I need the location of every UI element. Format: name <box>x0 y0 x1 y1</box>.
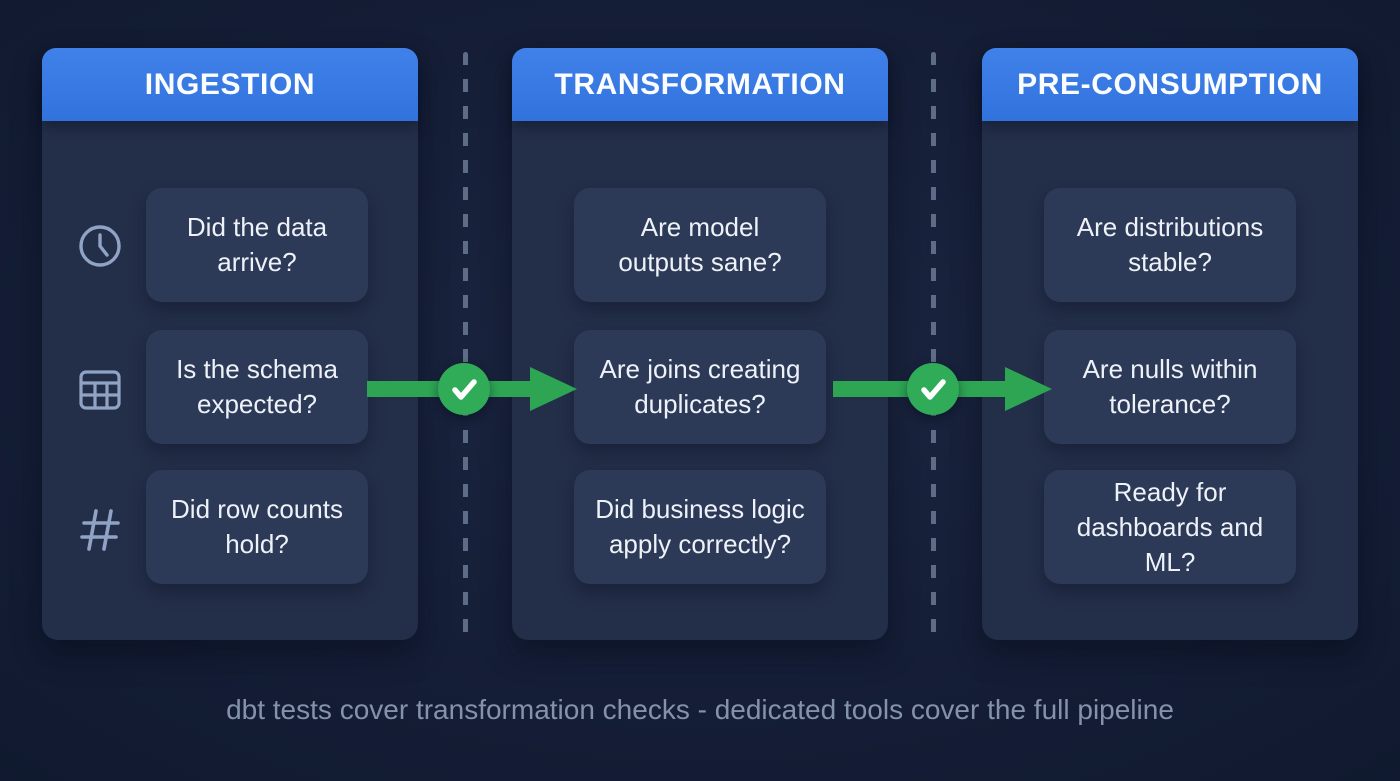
question-text: Are model outputs sane? <box>618 212 782 277</box>
clock-icon <box>77 223 123 274</box>
check-icon <box>907 363 959 415</box>
question-text: Are distributions stable? <box>1076 212 1264 277</box>
question-text: Is the schema expected? <box>176 354 338 419</box>
column-pre-consumption: PRE-CONSUMPTION Are distributions stable… <box>982 48 1358 640</box>
column-title: PRE-CONSUMPTION <box>1017 67 1323 101</box>
question-text: Did business logic apply correctly? <box>595 494 805 559</box>
question-card: Ready for dashboards and ML? <box>1044 470 1296 584</box>
dashed-divider <box>931 52 936 645</box>
question-card: Did business logic apply correctly? <box>574 470 826 584</box>
arrow-right-icon <box>1005 367 1052 411</box>
question-card: Are joins creating duplicates? <box>574 330 826 444</box>
check-icon <box>438 363 490 415</box>
column-transformation: TRANSFORMATION Are model outputs sane? A… <box>512 48 888 640</box>
column-ingestion-header: INGESTION <box>42 48 418 121</box>
question-card: Did the data arrive? <box>146 188 368 302</box>
question-card: Are model outputs sane? <box>574 188 826 302</box>
question-text: Are joins creating duplicates? <box>599 354 801 419</box>
table-icon <box>76 366 124 419</box>
column-ingestion: INGESTION Did <box>42 48 418 640</box>
arrow-right-icon <box>530 367 577 411</box>
column-title: INGESTION <box>144 67 316 101</box>
question-text: Did the data arrive? <box>186 212 328 277</box>
column-title: TRANSFORMATION <box>554 67 846 101</box>
question-text: Ready for dashboards and ML? <box>1076 476 1264 577</box>
question-text: Are nulls within tolerance? <box>1082 354 1258 419</box>
column-pre-consumption-header: PRE-CONSUMPTION <box>982 48 1358 121</box>
column-transformation-header: TRANSFORMATION <box>512 48 888 121</box>
question-card: Are nulls within tolerance? <box>1044 330 1296 444</box>
question-text: Did row counts hold? <box>171 494 343 559</box>
caption: dbt tests cover transformation checks - … <box>226 694 1174 725</box>
hash-icon <box>79 508 121 557</box>
question-card: Did row counts hold? <box>146 470 368 584</box>
question-card: Is the schema expected? <box>146 330 368 444</box>
dashed-divider <box>463 52 468 645</box>
question-card: Are distributions stable? <box>1044 188 1296 302</box>
